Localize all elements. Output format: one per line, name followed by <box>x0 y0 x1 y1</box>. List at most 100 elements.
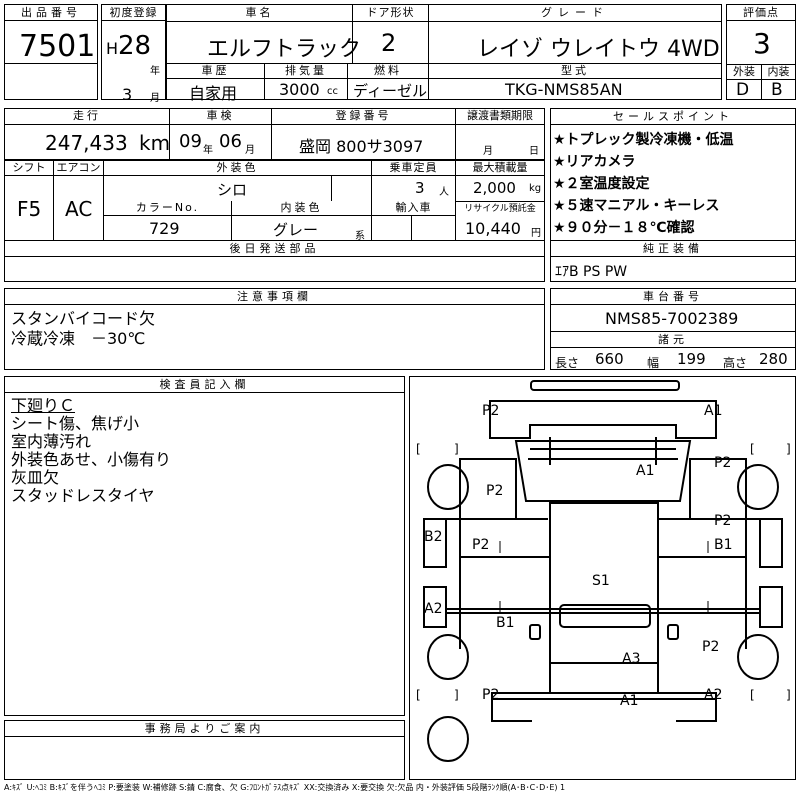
sales-point-item: ★トプレック製冷凍機・低温 <box>553 132 734 148</box>
chassis-number: NMS85-7002389 <box>605 309 739 328</box>
svg-text:]: ] <box>786 688 791 702</box>
sales-point-item: ★５速マニアル・キーレス <box>553 198 720 214</box>
svg-text:[: [ <box>416 442 421 456</box>
damage-mark: P2 <box>714 455 732 471</box>
transfer-month-unit: 月 <box>483 146 493 157</box>
damage-mark: A1 <box>620 693 639 709</box>
sales-points-label: セールスポイント <box>551 109 795 125</box>
damage-mark: B1 <box>496 615 515 631</box>
svg-text:[: [ <box>750 442 755 456</box>
inspector-box: 検査員記入欄 下廻りＣ シート傷、焦げ小 室内薄汚れ 外装色あせ、小傷有り 灰皿… <box>4 376 405 716</box>
history: 自家用 <box>189 84 238 103</box>
plate-label: 登録番号 <box>272 109 455 123</box>
ext-color-label: 外装色 <box>104 161 371 175</box>
damage-mark: P2 <box>486 483 504 499</box>
svg-text:]: ] <box>786 442 791 456</box>
first-reg-box: 初度登録 H 28 年 3 月 <box>101 4 166 104</box>
import-label: 輸入車 <box>372 201 455 215</box>
ext-score: D <box>736 80 750 100</box>
fuel-label: 燃料 <box>348 64 428 78</box>
lot-label: 出品番号 <box>5 5 97 21</box>
insp-year-unit: 年 <box>203 145 213 156</box>
chassis-label: 車台番号 <box>551 289 795 305</box>
note-line: 冷蔵冷凍 －30℃ <box>11 329 146 348</box>
inspector-line: スタッドレスタイヤ <box>11 486 155 505</box>
max-load-label: 最大積載量 <box>456 161 544 175</box>
mileage-unit: km <box>139 131 171 155</box>
equipment-box: 純正装備 ｴｱB PS PW <box>550 240 796 282</box>
plate-number: 盛岡 800サ3097 <box>299 137 424 156</box>
recycle-unit: 円 <box>531 228 541 239</box>
notes-box: 注意事項欄 スタンバイコード欠 冷蔵冷凍 －30℃ <box>4 288 545 370</box>
displacement: 3000 <box>279 80 320 99</box>
recycle-label: リサイクル預託金 <box>456 202 544 216</box>
int-score-label: 内装 <box>762 65 795 79</box>
capacity-label: 乗車定員 <box>372 161 455 175</box>
lot-box: 出品番号 7501 <box>4 4 98 100</box>
equipment-label: 純正装備 <box>551 241 795 257</box>
int-score: B <box>771 80 783 100</box>
int-color-suffix: 系 <box>355 231 365 242</box>
first-reg-label: 初度登録 <box>102 5 165 21</box>
svg-text:[: [ <box>750 688 755 702</box>
score: 3 <box>753 27 771 60</box>
inspector-line: シート傷、焦げ小 <box>11 414 140 433</box>
spec-block: シフト エアコン F5 AC 外装色 乗車定員 最大積載量 シロ 3 人 2,0… <box>4 160 545 242</box>
lot-number: 7501 <box>19 29 96 64</box>
int-color-label: 内装色 <box>232 201 371 215</box>
notes-label: 注意事項欄 <box>5 289 544 305</box>
car-name: エルフトラック <box>207 37 362 62</box>
svg-text:]: ] <box>454 688 459 702</box>
height: 280 <box>759 350 788 368</box>
damage-mark: P2 <box>714 513 732 529</box>
legend-text: A:ｷｽﾞ U:ﾍｺﾐ B:ｷｽﾞを伴うﾍｺﾐ P:要塗装 W:補修跡 S:錆 … <box>4 783 566 792</box>
sales-points-box: セールスポイント ★トプレック製冷凍機・低温 ★リアカメラ ★２室温度設定 ★５… <box>550 108 796 241</box>
sales-point-item: ★リアカメラ <box>553 154 636 170</box>
displacement-label: 排気量 <box>265 64 347 78</box>
car-name-label: 車名 <box>167 6 352 20</box>
svg-text:]: ] <box>454 442 459 456</box>
max-load-unit: kg <box>529 183 542 194</box>
recycle-fee: 10,440 <box>465 219 521 238</box>
fuel: ディーゼル <box>353 82 427 100</box>
insp-month: 06 <box>219 131 242 152</box>
later-parts-label: 後日発送部品 <box>5 241 544 257</box>
sales-points-list: ★トプレック製冷凍機・低温 ★リアカメラ ★２室温度設定 ★５速マニアル・キーレ… <box>553 129 734 239</box>
reg-month: 3 <box>122 85 133 104</box>
door-label: ドア形状 <box>353 6 428 20</box>
chassis-box: 車台番号 NMS85-7002389 諸元 長さ 660 幅 199 高さ 28… <box>550 288 796 370</box>
era: H <box>106 39 119 58</box>
int-color: グレー <box>273 221 319 239</box>
inspector-label: 検査員記入欄 <box>5 377 404 393</box>
equipment: ｴｱB PS PW <box>555 264 628 280</box>
damage-mark: P2 <box>472 537 490 553</box>
top-main-box: 車名 ドア形状 グレード エルフトラック 2 レイゾ ウレイトウ 4WD <box>166 4 722 64</box>
insp-year: 09 <box>179 131 202 152</box>
damage-mark: P2 <box>482 403 500 419</box>
damage-mark: S1 <box>592 573 610 589</box>
office-box: 事務局よりご案内 <box>4 720 405 780</box>
mileage-row: 走行 車検 登録番号 譲渡書類期限 247,433 km 09 年 06 月 盛… <box>4 108 545 160</box>
notes-lines: スタンバイコード欠 冷蔵冷凍 －30℃ <box>11 309 155 349</box>
truck-outline-svg: [] [] [] [] <box>416 380 791 762</box>
reg-month-unit: 月 <box>150 93 160 104</box>
displacement-unit: cc <box>327 86 338 97</box>
reg-year: 28 <box>118 31 152 61</box>
ext-score-label: 外装 <box>727 65 761 79</box>
aircon: AC <box>65 197 93 221</box>
color-no-label: カラーNo. <box>104 201 231 215</box>
width: 199 <box>677 350 706 368</box>
sales-point-item: ★９０分－１８℃確認 <box>553 220 695 236</box>
damage-mark: A1 <box>704 403 723 419</box>
sales-point-item: ★２室温度設定 <box>553 176 650 192</box>
office-label: 事務局よりご案内 <box>5 721 404 737</box>
transfer-label: 譲渡書類期限 <box>456 109 544 123</box>
height-label: 高さ <box>723 356 748 370</box>
dims-label: 諸元 <box>551 332 795 348</box>
reg-year-unit: 年 <box>150 66 160 77</box>
later-parts-box: 後日発送部品 <box>4 240 545 282</box>
inspector-lines: 下廻りＣ シート傷、焦げ小 室内薄汚れ 外装色あせ、小傷有り 灰皿欠 スタッドレ… <box>11 397 171 505</box>
capacity: 3 <box>415 179 425 197</box>
aircon-label: エアコン <box>54 161 103 175</box>
damage-mark: A1 <box>636 463 655 479</box>
